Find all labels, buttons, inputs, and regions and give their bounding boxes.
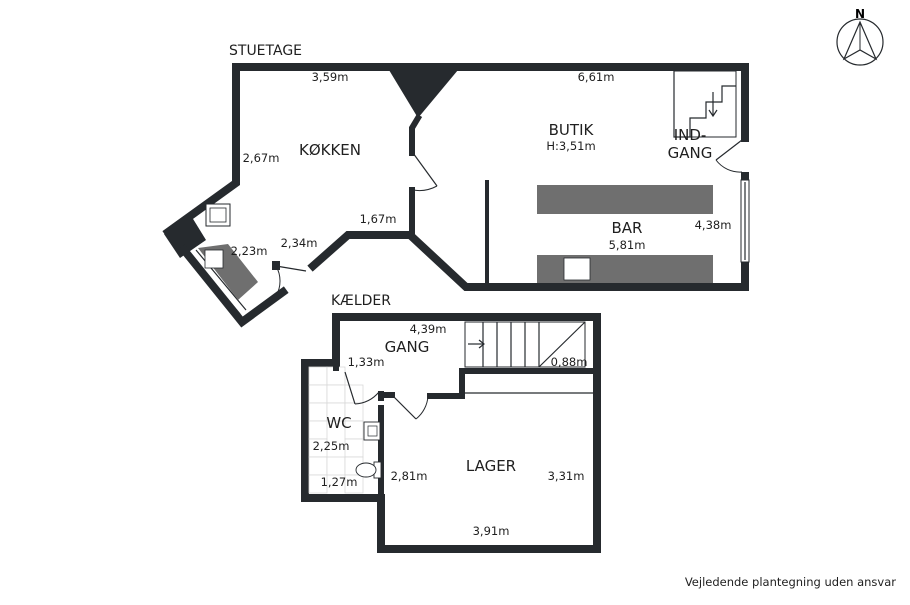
ground-floor-outer-wall [162,63,417,238]
stair-steps [673,71,736,138]
dim-stair-right: 0,88m [551,355,588,369]
wc-outer-wall [301,359,385,502]
dim-shop-top: 6,61m [578,70,615,84]
disclaimer-text: Vejledende plantegning uden ansvar [684,575,896,589]
room-label-storage: LAGER [466,457,516,475]
toilet-icon [355,462,377,478]
floor-label-basement: KÆLDER [331,293,391,309]
basement-stairs [464,321,586,368]
stair-arrow-head [708,109,718,118]
dim-kitchen-mid: 1,67m [360,212,397,226]
entrance-door-swing [715,159,743,173]
dim-kitchen-lower: 2,34m [281,236,318,250]
dim-kitchen-side: 2,23m [231,244,268,258]
wc-sink-icon [363,421,381,441]
entrance-door [715,139,743,161]
chimney-block [389,70,458,118]
dim-storage-left: 2,81m [391,469,428,483]
kitchen-door [412,152,438,187]
wc-door [344,371,356,405]
dim-storage-bottom: 3,91m [473,524,510,538]
dim-kitchen-left: 2,67m [243,151,280,165]
kitchen-door-swing [412,185,438,192]
stove-icon [204,249,224,269]
wc-sink-basin [367,425,378,437]
kitchen-southwest-wall [178,244,289,328]
bar-counter-top [537,185,713,214]
dim-kitchen-top: 3,59m [312,70,349,84]
room-label-shop: BUTIK [549,121,595,139]
room-label-entrance-1: IND- [674,126,707,144]
bar-sink-icon [563,257,591,281]
kitchen-exterior-door-swing [275,265,281,297]
storage-door [393,396,417,420]
room-label-hall: GANG [385,338,430,356]
window-line [189,253,241,315]
ground-floor [162,63,750,328]
sink-icon [205,203,231,227]
dim-storage-right: 3,31m [548,469,585,483]
room-label-wc: WC [326,414,351,432]
dim-wc-width: 1,27m [321,475,358,489]
sink-basin [209,207,227,223]
dim-bar-right: 4,38m [695,218,732,232]
bar-counter-bottom [537,255,713,283]
dim-hall-left: 1,33m [348,355,385,369]
shop-east-wall [307,172,749,291]
room-label-bar: BAR [612,219,643,237]
storage-door-swing [415,395,429,420]
hall-storage-wall [427,368,600,399]
dim-wc-height: 2,25m [313,439,350,453]
floor-label-ground: STUETAGE [229,43,302,59]
kitchen-exterior-door [275,265,307,272]
room-label-shop-height: H:3,51m [546,139,595,153]
kitchen-west-wall-block [164,214,206,258]
room-label-entrance-2: GANG [668,144,713,162]
room-label-kitchen: KØKKEN [299,141,361,159]
basement-floor [301,313,601,553]
basement-outer-wall [332,313,601,553]
window-line [195,249,247,311]
compass-north-label: N [855,7,865,21]
dim-hall-width: 4,39m [410,322,447,336]
wc-door-swing [354,391,380,405]
compass-icon [836,18,884,66]
kitchen-shop-wall [409,113,423,156]
shop-outer-wall [409,63,749,142]
dim-bar-width: 5,81m [609,238,646,252]
